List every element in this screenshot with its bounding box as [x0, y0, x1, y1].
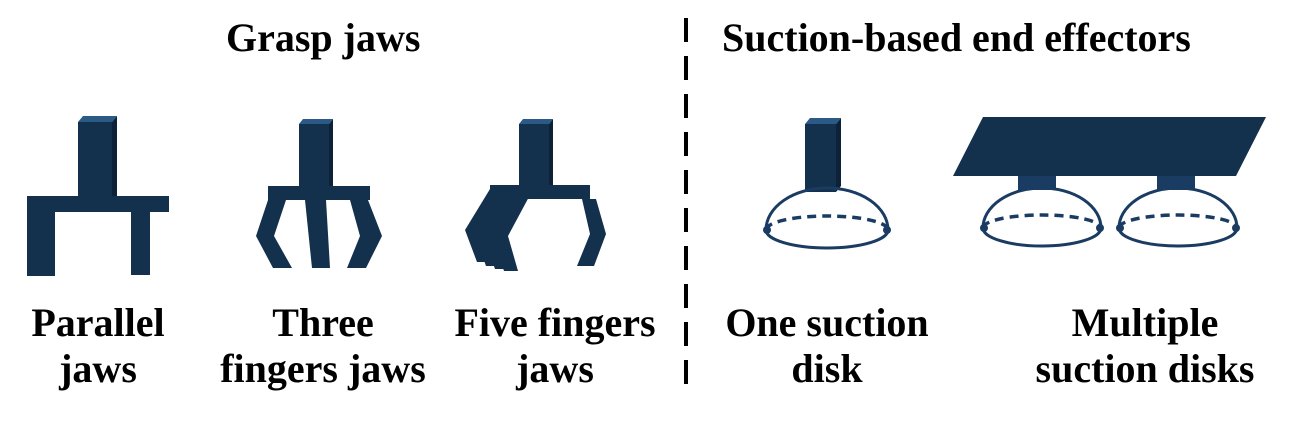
multi-suction-cup-icon: [953, 117, 1266, 248]
three-fingers-jaws-label: Three fingers jaws: [212, 300, 434, 392]
one-suction-disk-label: One suction disk: [712, 300, 942, 392]
parallel-jaw-gripper-icon: [27, 116, 169, 276]
label-line-1: Five fingers: [454, 300, 656, 345]
label-line-2: fingers jaws: [220, 346, 426, 391]
grasp-jaws-heading: Grasp jaws: [226, 15, 421, 60]
five-fingers-jaws-label: Five fingers jaws: [442, 300, 668, 392]
three-finger-gripper-icon: [256, 119, 382, 268]
parallel-jaws-label: Parallel jaws: [18, 300, 178, 392]
suction-heading: Suction-based end effectors: [722, 15, 1191, 60]
label-line-1: Multiple: [1071, 300, 1219, 345]
label-line-1: Parallel: [31, 300, 165, 345]
five-finger-gripper-icon: [465, 119, 606, 271]
multiple-suction-disks-label: Multiple suction disks: [1020, 300, 1270, 392]
single-suction-cup-icon: [763, 118, 891, 250]
label-line-1: Three: [272, 300, 374, 345]
label-line-2: disk: [791, 346, 863, 391]
label-line-2: jaws: [516, 346, 594, 391]
label-line-1: One suction: [725, 300, 929, 345]
label-line-2: suction disks: [1035, 346, 1255, 391]
label-line-2: jaws: [59, 346, 137, 391]
